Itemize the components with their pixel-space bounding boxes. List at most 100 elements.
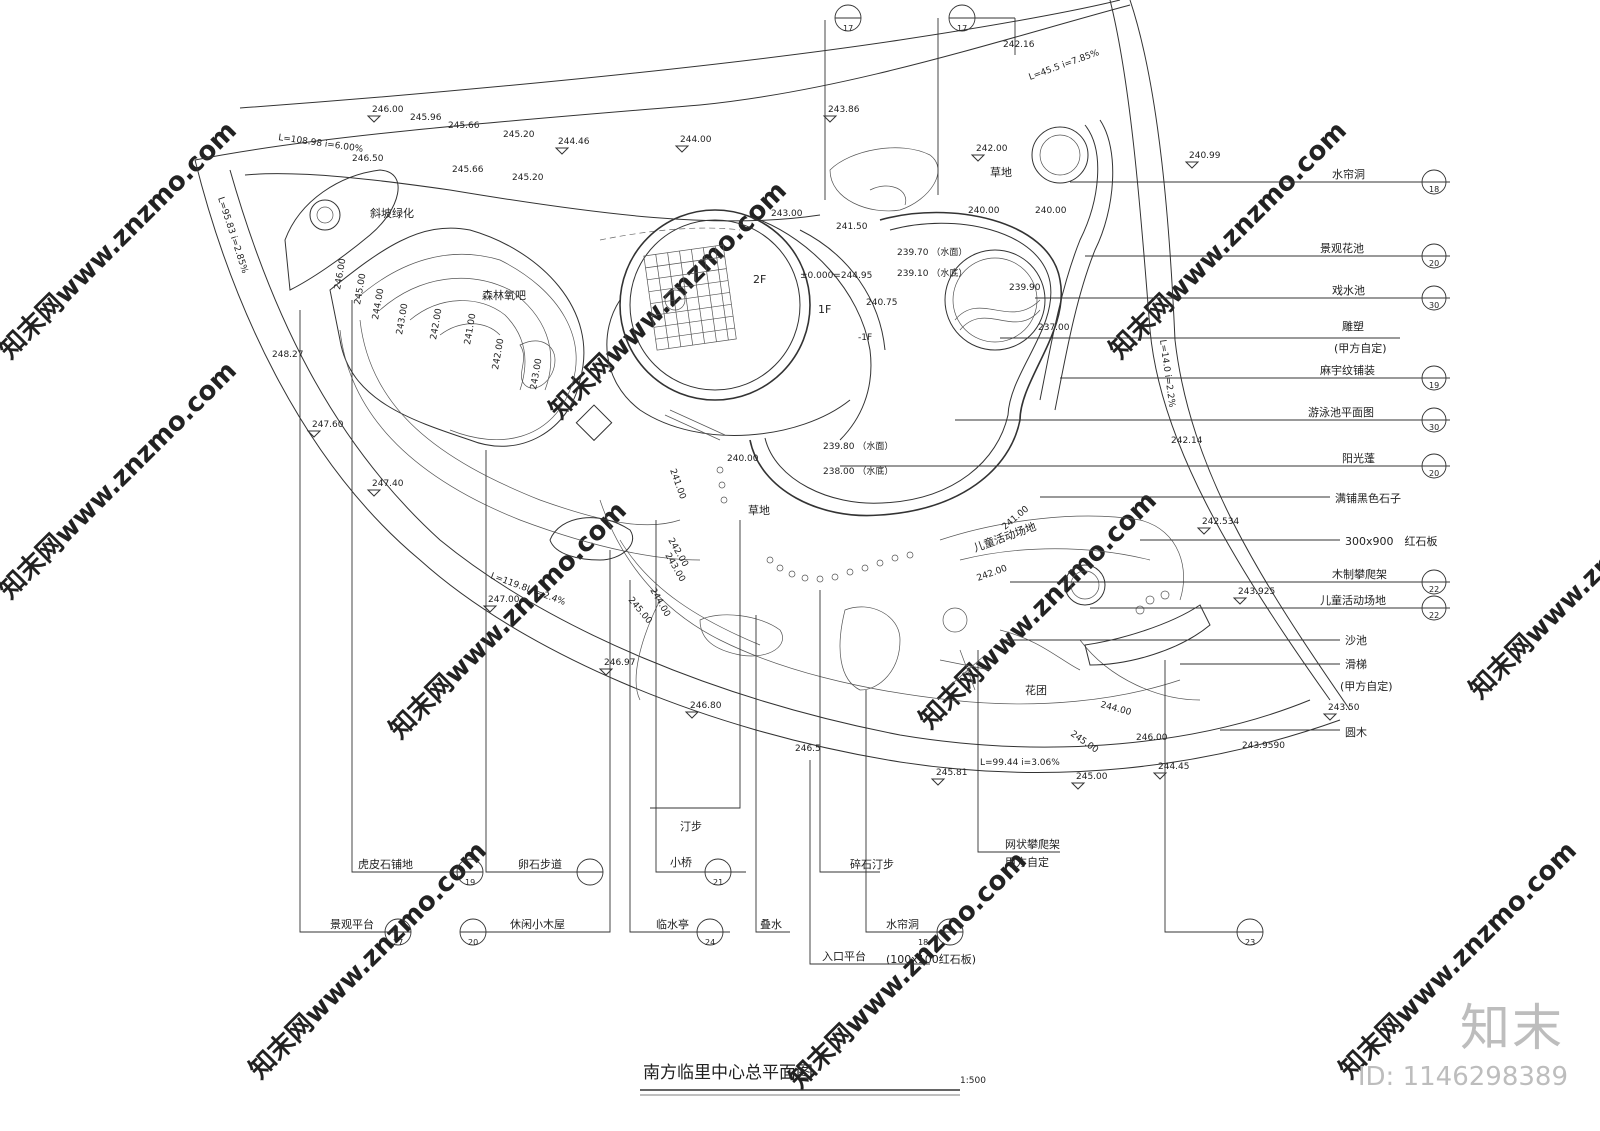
- elevation: 237.00: [1038, 323, 1070, 333]
- id-label: ID: 1146298389: [1357, 1062, 1568, 1092]
- watermark: 知末网www.znzmo.com: [0, 116, 243, 365]
- callout-label: 景观花池: [1320, 242, 1364, 255]
- scale-label: 1:500: [960, 1076, 986, 1086]
- elevation: 245.66: [448, 121, 480, 131]
- ref-number: 24: [705, 938, 715, 947]
- callout-label: 小桥: [670, 856, 692, 869]
- elevation: 246.50: [352, 154, 384, 164]
- ref-number: 30: [1429, 301, 1439, 310]
- callout-label: 网状攀爬架: [1005, 837, 1060, 851]
- elevation: 245.20: [512, 173, 544, 183]
- grass-label: 草地: [990, 166, 1012, 179]
- elevation: 242.534: [1202, 517, 1239, 527]
- elevation: 243.9590: [1242, 741, 1285, 751]
- elevation: 242.16: [1003, 40, 1035, 50]
- site-boundary: [194, 0, 1351, 774]
- ref-number: 20: [1429, 469, 1439, 478]
- contour-label: 242.00: [429, 308, 444, 341]
- drawing-title: 南方临里中心总平面图 1:500: [640, 1063, 986, 1096]
- features: [549, 404, 1211, 691]
- callout-label: 卵石步道: [518, 857, 562, 871]
- ref-number: 19: [465, 878, 475, 887]
- callout-label: 木制攀爬架: [1332, 568, 1387, 581]
- elevation: 244.00: [1099, 700, 1132, 718]
- elevation: 239.90: [1009, 283, 1041, 293]
- callout-label: (100x100红石板): [886, 952, 976, 966]
- elevation: 245.00: [1076, 772, 1108, 782]
- flower-bed-label: 花团: [1025, 684, 1047, 697]
- elevation: 240.00: [1035, 206, 1067, 216]
- contour-label: 241.00: [667, 468, 687, 501]
- elevation: 246.5: [795, 744, 821, 754]
- bottom-callouts: 虎皮石铺地 19 卵石步道 景观平台 27 休闲小木屋 20 汀步 小桥 21 …: [299, 300, 1264, 966]
- ref-number: 19: [1429, 381, 1439, 390]
- contour-label: 243.00: [395, 303, 410, 336]
- floor-1f: 1F: [818, 303, 831, 316]
- callout-label: 儿童活动场地: [1320, 593, 1386, 607]
- watermark: 知末网www.znzmo.com: [784, 846, 1033, 1095]
- contour-label: 241.00: [463, 313, 478, 346]
- water-level-label: 238.00 （水底）: [823, 465, 893, 477]
- elevation: 243.86: [828, 105, 860, 115]
- contour-label: 244.00: [647, 587, 672, 620]
- elevation: 245.81: [936, 768, 968, 778]
- callout-label: 临水亭: [656, 917, 689, 931]
- contour-label: 243.00: [529, 358, 544, 391]
- brand-logo: 知末: [1460, 999, 1564, 1057]
- callout-label: 沙池: [1345, 634, 1367, 647]
- ref-number: 30: [1429, 423, 1439, 432]
- ref-number: 21: [713, 878, 723, 887]
- elevation: 242.00: [976, 564, 1009, 584]
- water-level-label: 239.10 （水底）: [897, 267, 967, 279]
- ref-number: 23: [1245, 938, 1255, 947]
- elevation: 246.80: [690, 701, 722, 711]
- elevation: 247.00: [488, 595, 520, 605]
- callout-label: 阳光蓬: [1342, 451, 1375, 465]
- datum-label: ±0.000=244.95: [800, 271, 872, 281]
- callout-label: 水帘洞: [1332, 167, 1365, 181]
- elevation: 246.00: [1136, 733, 1168, 743]
- ref-number: 22: [1429, 585, 1439, 594]
- callout-label: (甲方自定): [1334, 341, 1387, 355]
- callout-label: 甲方自定: [1005, 855, 1049, 869]
- callout-label: 麻宇纹铺装: [1320, 363, 1375, 377]
- elevation: 248.27: [272, 350, 304, 360]
- elevation: 240.99: [1189, 151, 1221, 161]
- slope-label: L=45.5 i=7.85%: [1028, 48, 1101, 83]
- slope-green-label: 斜坡绿化: [370, 206, 414, 220]
- slope-label: L=99.44 i=3.06%: [980, 758, 1060, 768]
- callout-label: 滑梯: [1345, 658, 1367, 671]
- callout-label: 汀步: [680, 820, 702, 833]
- ref-number: 22: [1429, 611, 1439, 620]
- elevation: 241.50: [836, 222, 868, 232]
- top-left-plaza: [284, 169, 399, 291]
- elevation: 243.50: [1328, 703, 1360, 713]
- callout-label: 水帘洞: [886, 917, 919, 931]
- elevation: 242.14: [1171, 436, 1203, 446]
- elevation: 245.66: [452, 165, 484, 175]
- contour-label: 242.00: [491, 338, 506, 371]
- contour-label: 245.00: [353, 273, 368, 306]
- callout-label: 游泳池平面图: [1308, 405, 1374, 419]
- watermark: 知末网www.znzmo.com: [1104, 116, 1353, 365]
- stepping-stones: [716, 466, 1170, 615]
- watermark: 知末网www.znzmo.com: [0, 356, 243, 605]
- forest-oxygen-bar-label: 森林氧吧: [482, 288, 526, 302]
- water-level-label: 239.80 （水面）: [823, 440, 893, 452]
- grass-label: 草地: [748, 504, 770, 517]
- callout-label: 满铺黑色石子: [1335, 491, 1401, 505]
- elevation: 245.20: [503, 130, 535, 140]
- elevation: 246.97: [604, 658, 636, 668]
- callout-label: 入口平台: [822, 949, 866, 963]
- slope-label: L=95.83 i=2.85%: [215, 196, 249, 275]
- callout-label: 叠水: [760, 918, 782, 931]
- contours: [329, 227, 1201, 705]
- ref-number: 18: [918, 938, 928, 947]
- elevation: 245.00: [1068, 729, 1100, 755]
- elevation: 244.45: [1158, 762, 1190, 772]
- callout-label: (甲方自定): [1340, 679, 1393, 693]
- water-curtain-feature: [829, 119, 1114, 411]
- callout-label: 虎皮石铺地: [358, 858, 413, 871]
- callout-label: 休闲小木屋: [510, 917, 565, 931]
